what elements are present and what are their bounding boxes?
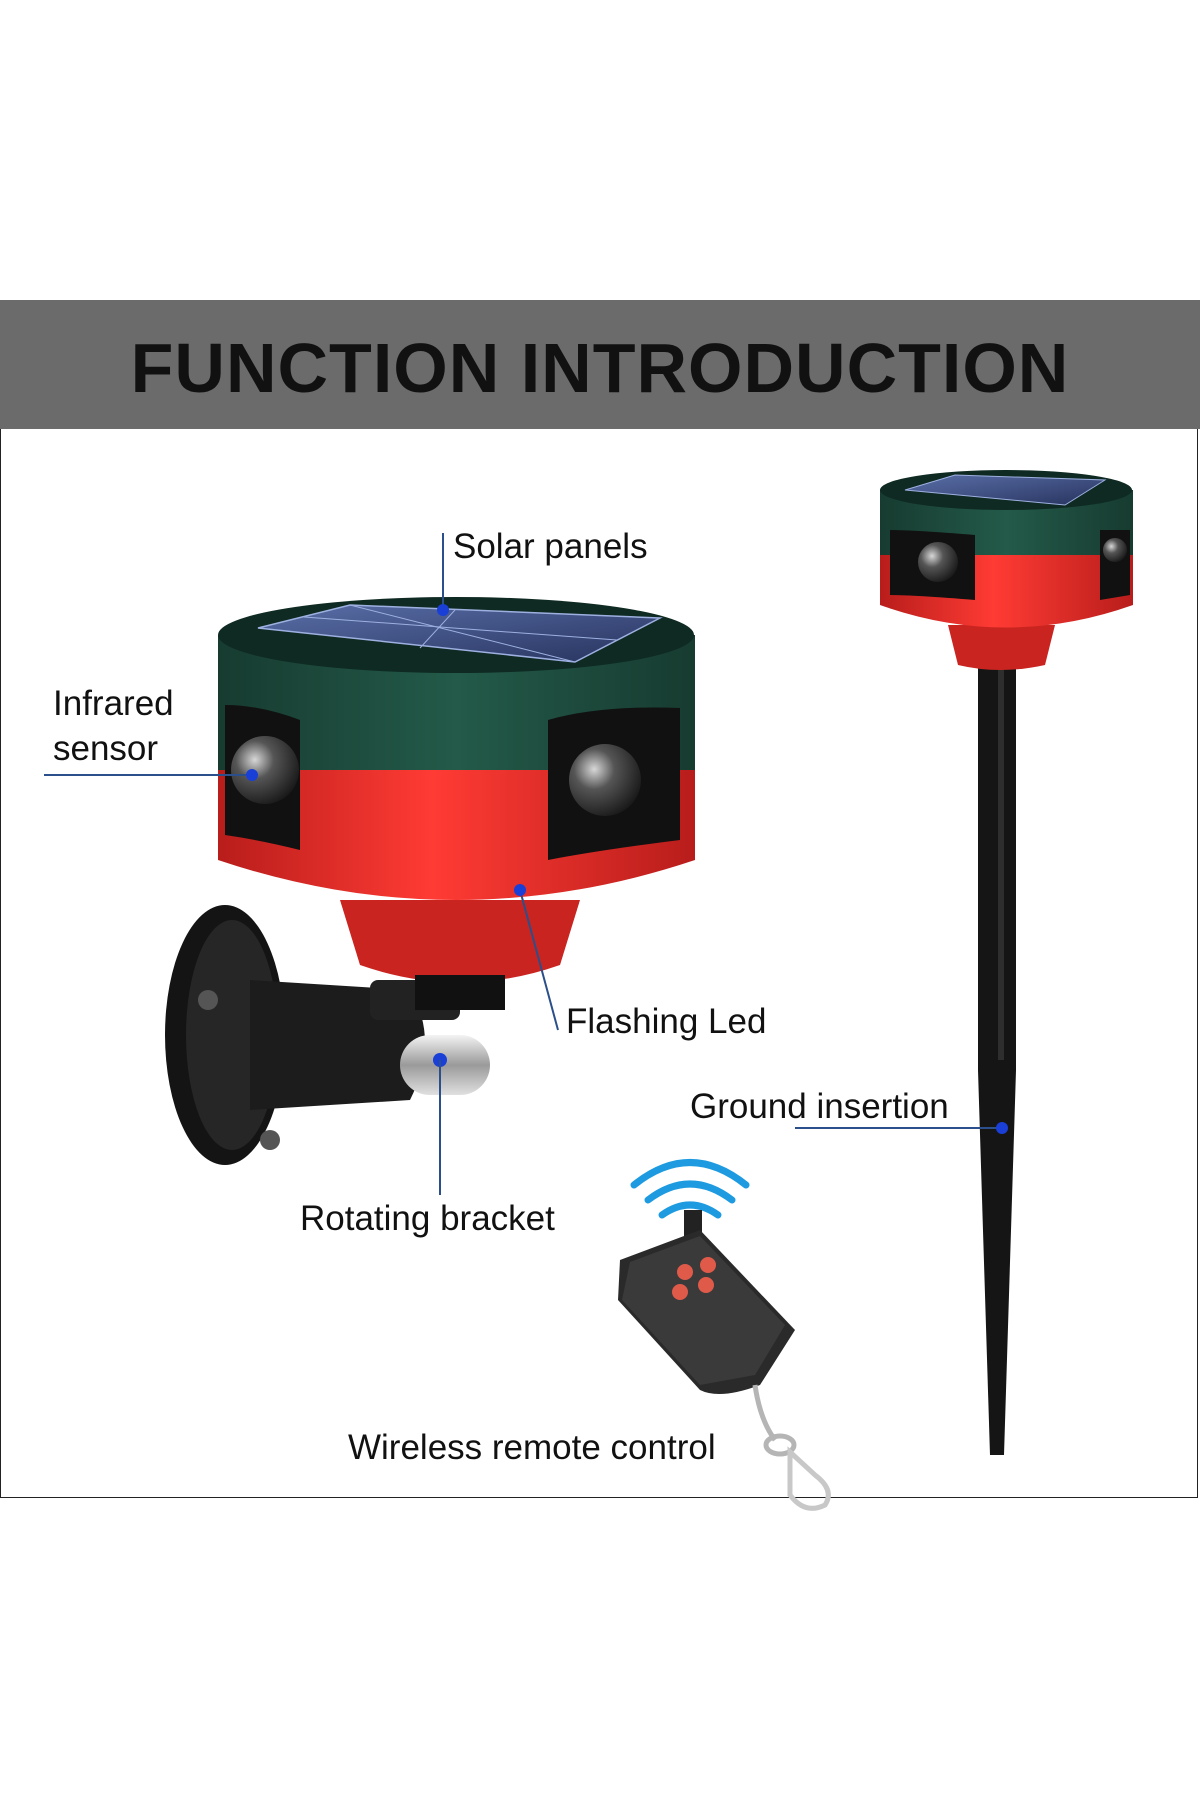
label-infrared-line1: Infrared: [53, 684, 174, 723]
header-banner: FUNCTION INTRODUCTION: [0, 300, 1200, 429]
stake-device: [880, 470, 1133, 1455]
label-ground-insertion: Ground insertion: [690, 1087, 949, 1126]
wifi-signal-icon: [630, 1159, 750, 1219]
label-wireless-remote: Wireless remote control: [348, 1428, 716, 1467]
solar-panel-icon: [257, 604, 663, 663]
wall-bracket-icon: [165, 905, 490, 1165]
label-infrared-line2: sensor: [53, 728, 159, 768]
ground-stake-icon: [978, 650, 1016, 1455]
label-flashing-led: Flashing Led: [566, 1002, 767, 1041]
label-rotating-bracket: Rotating bracket: [300, 1199, 555, 1238]
remote-control-icon: [618, 1159, 831, 1511]
label-infrared-sensor: Infrared sensor: [53, 682, 174, 772]
main-device: [165, 597, 695, 1165]
page-title: FUNCTION INTRODUCTION: [130, 328, 1070, 407]
infrared-sensor-icon: [225, 705, 680, 860]
callouts: [44, 533, 1008, 1195]
label-solar-panels: Solar panels: [453, 527, 648, 566]
